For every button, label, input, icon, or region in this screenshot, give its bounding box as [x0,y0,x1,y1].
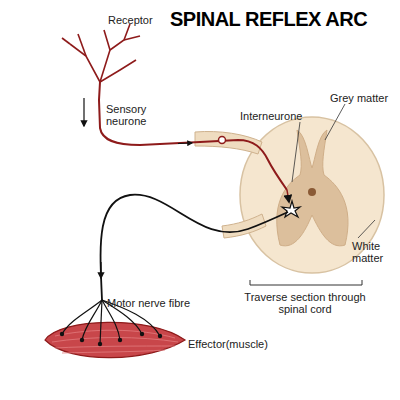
part-label: Interneurone [240,110,302,122]
grey-matter-shape [277,130,348,246]
part-label: Grey matter [330,92,388,104]
part-label: Effector(muscle) [188,338,268,350]
part-label: Motor nerve fibre [107,297,190,309]
interneurone-fibre [287,190,289,202]
motor-cell-body [282,201,300,217]
motor-end-plates [60,332,162,346]
part-label: Sensory neurone [106,103,166,127]
ventral-root [222,214,266,238]
leader-lines [292,104,375,238]
part-label: Receptor [108,14,153,26]
impulse-arrow [83,98,84,126]
motor-nerve-fibre [101,195,288,300]
impulse-arrow [100,262,101,278]
diagram-title: SPINAL REFLEX ARC [170,8,367,31]
sensory-neurone-fibre [99,82,287,190]
part-label: Traverse section through spinal cord [240,291,370,315]
sensory-cell-body [219,137,226,144]
part-label: White matter [352,240,396,264]
impulse-arrow [178,143,192,145]
central-canal [308,188,316,196]
section-bracket [250,280,362,285]
receptor-endings [62,24,140,82]
